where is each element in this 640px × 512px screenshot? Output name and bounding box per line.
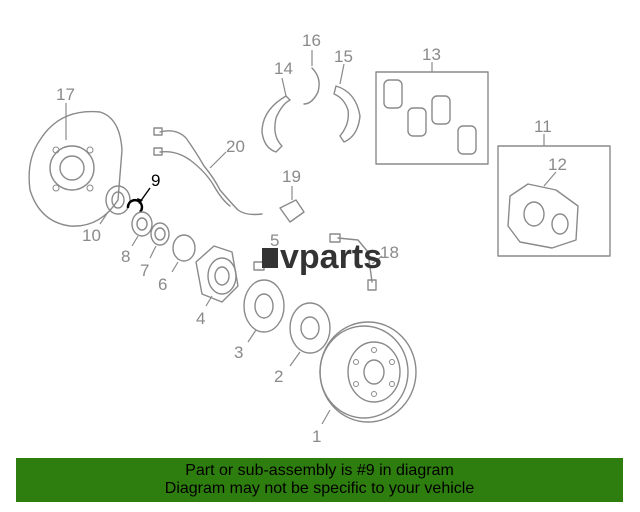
- callout-7: 7: [140, 261, 149, 280]
- vparts-logo-text: vparts: [280, 238, 382, 276]
- vparts-logo: vparts: [262, 238, 382, 276]
- callout-13: 13: [422, 45, 441, 64]
- part-4-hub[interactable]: [195, 245, 239, 307]
- banner-line-1: Part or sub-assembly is #9 in diagram: [185, 462, 454, 479]
- part-6-o-ring[interactable]: [171, 234, 196, 273]
- callout-4: 4: [196, 309, 205, 328]
- callout-18: 18: [380, 243, 399, 262]
- part-14-brake-shoe[interactable]: [261, 77, 291, 153]
- callout-3: 3: [234, 343, 243, 362]
- callout-1: 1: [312, 427, 321, 446]
- part-17-backing-plate[interactable]: [28, 103, 123, 227]
- callout-10: 10: [82, 226, 101, 245]
- part-7-seal[interactable]: [149, 222, 170, 259]
- callout-11: 11: [534, 117, 552, 136]
- callout-16: 16: [302, 31, 321, 50]
- callout-14: 14: [274, 59, 293, 78]
- part-19-bracket[interactable]: [279, 186, 305, 223]
- callout-6: 6: [158, 275, 167, 294]
- part-3-shield[interactable]: [243, 279, 285, 343]
- part-1-drum[interactable]: [319, 321, 417, 425]
- part-15-brake-shoe[interactable]: [333, 63, 361, 143]
- callout-5: 5: [270, 231, 279, 250]
- callout-17: 17: [56, 85, 75, 104]
- callout-8: 8: [121, 247, 130, 266]
- part-12-caliper[interactable]: [507, 171, 579, 249]
- part-10-seal[interactable]: [99, 185, 131, 225]
- callout-12: 12: [548, 155, 567, 174]
- callout-20: 20: [226, 137, 245, 156]
- part-18-brake-hose[interactable]: [329, 233, 383, 291]
- part-2-spacer[interactable]: [289, 302, 331, 367]
- callout-2: 2: [274, 367, 283, 386]
- part-16-spring[interactable]: [303, 50, 320, 105]
- part-9-snap-ring[interactable]: [126, 187, 151, 213]
- callout-15: 15: [334, 47, 353, 66]
- part-20-sensor-wire[interactable]: [153, 127, 263, 216]
- callout-19: 19: [282, 167, 301, 186]
- info-banner: Part or sub-assembly is #9 in diagram Di…: [16, 458, 623, 502]
- callout-9: 9: [151, 171, 160, 190]
- part-8-bearing[interactable]: [131, 211, 153, 247]
- part-11-caliper-assembly[interactable]: [497, 134, 611, 257]
- banner-line-2: Diagram may not be specific to your vehi…: [164, 480, 475, 497]
- part-13-pad-set[interactable]: [375, 62, 489, 165]
